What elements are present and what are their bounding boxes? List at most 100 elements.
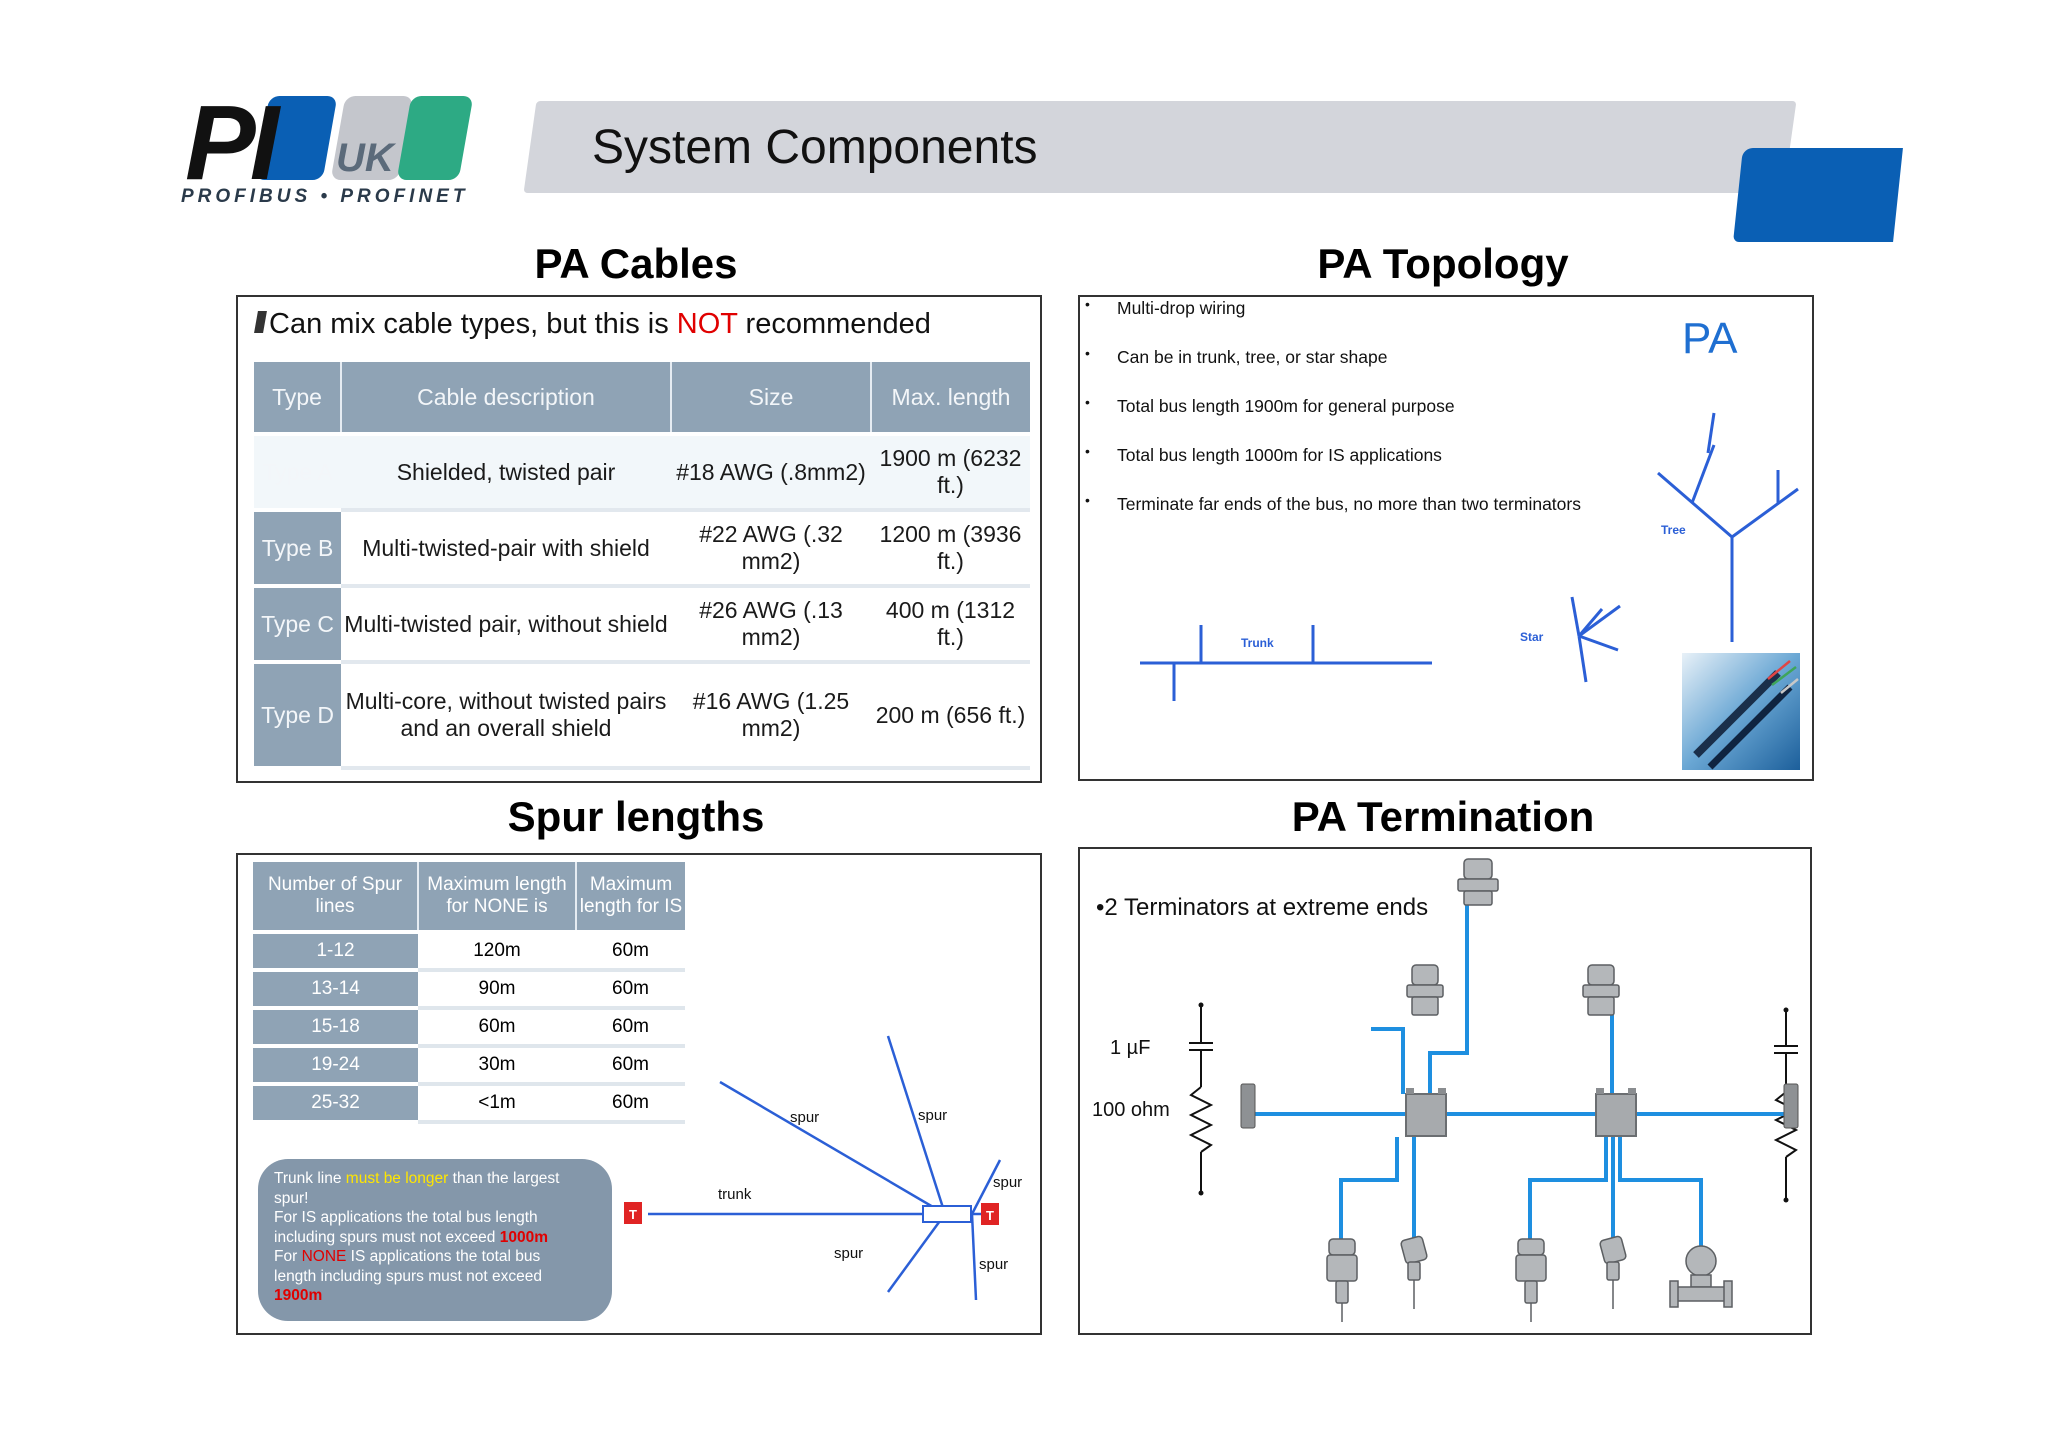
topology-diagram: Tree Trunk Star — [1140, 412, 1800, 770]
note-line: 1900m — [274, 1287, 323, 1304]
table-row: 25-32 <1m 60m — [253, 1084, 685, 1124]
logo-green-block — [396, 96, 474, 180]
note-line: For NONE IS applications the total bus — [274, 1247, 612, 1267]
note-text: Can mix cable types, but this is — [269, 308, 677, 340]
star-label: Star — [1520, 630, 1544, 644]
note-line: including spurs must not exceed 1000m — [274, 1228, 612, 1248]
cell-none: 120m — [418, 932, 576, 972]
termination-diagram — [1188, 858, 1799, 1322]
cell-count: 1-12 — [253, 932, 418, 972]
cell-size: #26 AWG (.13 mm2) — [671, 586, 871, 664]
bullet-square-icon — [254, 311, 267, 333]
note-line: spur! — [274, 1189, 309, 1207]
table-row: Type C Multi-twisted pair, without shiel… — [254, 586, 1030, 664]
col-header: Cable description — [341, 362, 672, 436]
cell-max: 200 m (656 ft.) — [871, 662, 1030, 770]
cell-size: #22 AWG (.32 mm2) — [671, 510, 871, 588]
topology-bullet: Total bus length 1000m for IS applicatio… — [1085, 443, 1581, 494]
tree-shape — [1657, 412, 1799, 642]
end-terminator-right-icon — [1783, 1083, 1799, 1129]
note-text: For — [274, 1248, 302, 1265]
spur-label: spur — [790, 1109, 819, 1126]
cell-is: 60m — [576, 932, 685, 972]
tree-label: Tree — [1661, 523, 1686, 537]
terminal-dot — [1783, 1197, 1789, 1203]
capacitor-label: 1 µF — [1110, 1037, 1151, 1059]
topology-bullet: Can be in trunk, tree, or star shape — [1085, 345, 1581, 396]
trunk-shape — [1140, 625, 1432, 701]
logo-uk-text: UK — [336, 136, 394, 180]
cell-desc: Shielded, twisted pair — [341, 434, 671, 512]
col-header: Max. length — [871, 362, 1030, 436]
end-terminator-left-icon — [1240, 1083, 1256, 1129]
note-line: For IS applications the total bus length — [274, 1209, 538, 1226]
star-shape — [1570, 596, 1621, 683]
col-header: Size — [671, 362, 872, 436]
spur-lengths-title: Spur lengths — [507, 793, 765, 840]
page-title: System Components — [592, 121, 1038, 174]
note-text-end: recommended — [737, 308, 931, 340]
cable-table: Type Cable description Size Max. length … — [254, 362, 1030, 770]
cell-is: 60m — [576, 1008, 685, 1048]
bus-cabling — [1254, 887, 1786, 1247]
cell-desc: Multi-core, without twisted pairs and an… — [341, 662, 671, 770]
note-text: including spurs must not exceed — [274, 1228, 500, 1246]
title-blue-tab — [1733, 148, 1903, 242]
cell-max: 1900 m (6232 ft.) — [871, 434, 1030, 512]
topology-bullet: Terminate far ends of the bus, no more t… — [1085, 492, 1581, 543]
cell-max: 400 m (1312 ft.) — [871, 586, 1030, 664]
cell-max: 1200 m (3936 ft.) — [871, 510, 1030, 588]
note-text: Trunk line — [274, 1170, 346, 1187]
cell-none: <1m — [418, 1084, 576, 1124]
spur-label: spur — [834, 1245, 863, 1262]
pa-cables-title: PA Cables — [534, 240, 738, 287]
col-header: Maximum length for NONE is — [418, 862, 577, 934]
trunk-label: trunk — [718, 1186, 752, 1203]
logo-pi-text: PI — [185, 84, 279, 202]
cell-type: Type C — [254, 586, 341, 664]
terminator-left — [624, 1202, 642, 1224]
cell-is: 60m — [576, 1046, 685, 1086]
col-header: Maximum length for IS — [576, 862, 685, 934]
terminator-right — [981, 1203, 999, 1225]
cell-count: 19-24 — [253, 1046, 418, 1086]
table-row: 19-24 30m 60m — [253, 1046, 685, 1086]
spur-label: spur — [918, 1107, 947, 1124]
pa-cables-note: Can mix cable types, but this is NOT rec… — [254, 308, 931, 341]
spur-table: Number of Spur lines Maximum length for … — [253, 862, 685, 1124]
cell-type: Type A — [254, 434, 341, 512]
logo-subtitle: PROFIBUS • PROFINET — [181, 186, 469, 207]
level-sensor-icon — [1515, 1238, 1547, 1322]
note-line: Trunk line must be longer than the large… — [274, 1169, 612, 1189]
cell-desc: Multi-twisted pair, without shield — [341, 586, 671, 664]
temperature-sensor-icon — [1400, 1235, 1428, 1309]
cell-size: #18 AWG (.8mm2) — [671, 434, 871, 512]
terminator-right-label: T — [986, 1208, 994, 1223]
col-header: Type — [254, 362, 342, 436]
cable-photo — [1682, 653, 1800, 770]
cell-desc: Multi-twisted-pair with shield — [341, 510, 671, 588]
spur-diagram: T T trunk spur spur spur spur spur — [624, 1035, 1022, 1301]
cell-is: 60m — [576, 1084, 685, 1124]
topology-bullet: Multi-drop wiring — [1085, 296, 1581, 347]
cell-count: 15-18 — [253, 1008, 418, 1048]
cell-size: #16 AWG (1.25 mm2) — [671, 662, 871, 770]
pa-topology-title: PA Topology — [1317, 240, 1569, 287]
topology-bullet-list: Multi-drop wiring Can be in trunk, tree,… — [1085, 296, 1581, 543]
table-row: Type D Multi-core, without twisted pairs… — [254, 662, 1030, 770]
table-row: 15-18 60m 60m — [253, 1008, 685, 1048]
cell-is: 60m — [576, 970, 685, 1010]
cell-count: 25-32 — [253, 1084, 418, 1124]
spur-lines — [648, 1035, 1002, 1301]
note-text: IS applications the total bus — [346, 1248, 541, 1265]
table-row: Type B Multi-twisted-pair with shield #2… — [254, 510, 1030, 588]
cell-none: 30m — [418, 1046, 576, 1086]
table-row: Type A Shielded, twisted pair #18 AWG (.… — [254, 434, 1030, 512]
termination-bullet: •2 Terminators at extreme ends — [1096, 894, 1429, 921]
level-sensor-icon — [1326, 1238, 1358, 1322]
transmitter-top-icon — [1457, 858, 1499, 906]
cell-type: Type B — [254, 510, 341, 588]
pa-label: PA — [1682, 314, 1738, 363]
terminal-dot — [1783, 1007, 1789, 1013]
spur-label: spur — [979, 1256, 1008, 1273]
